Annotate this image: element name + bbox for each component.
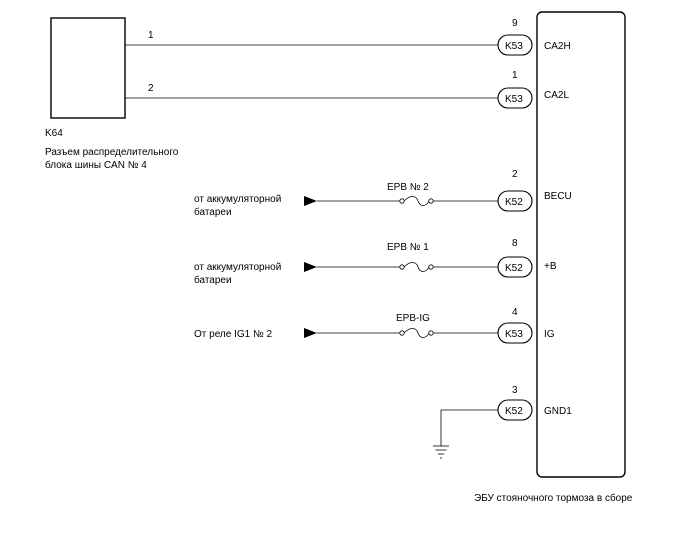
terminal-signal-name: CA2L: [544, 90, 569, 101]
ground-icon: [433, 445, 449, 459]
terminal-connector-id: K53: [505, 94, 523, 105]
terminal-connector-id: K52: [505, 263, 523, 274]
fuse-terminal: [428, 264, 434, 270]
arrow-right-icon: [304, 196, 317, 206]
terminal-signal-name: IG: [544, 329, 555, 340]
fuse-label: EPB № 1: [387, 242, 429, 253]
terminal-connector-id: K52: [505, 406, 523, 417]
source-label-line-2: батареи: [194, 206, 232, 218]
source-label-line-1: от аккумуляторной: [194, 194, 281, 205]
k64-pin-number: 2: [148, 83, 154, 94]
connector-caption-line-1: Разъем распределительного: [45, 147, 179, 158]
terminal-connector: [497, 87, 533, 109]
terminal-connector: [497, 34, 533, 56]
terminal-connector: [497, 190, 533, 212]
arrow-right-icon: [304, 328, 317, 338]
ecu-terminal: 4 K53 IG: [497, 307, 555, 344]
fuse-terminal: [399, 198, 405, 204]
ecu-terminal: 1 K53 CA2L: [497, 70, 569, 109]
fuse-icon: [403, 328, 430, 338]
can-junction-connector: K64 Разъем распределительного блока шины…: [45, 17, 179, 171]
terminal-connector: [497, 322, 533, 344]
source-label-line-2: батареи: [194, 274, 232, 286]
ecu-terminal: 9 K53 CA2H: [497, 18, 571, 56]
ecu-caption: ЭБУ стояночного тормоза в сборе: [474, 492, 633, 504]
source-label-line-1: От реле IG1 № 2: [194, 329, 273, 340]
parking-brake-ecu: ЭБУ стояночного тормоза в сборе: [474, 11, 633, 504]
power-input-2: от аккумуляторной батареи EPB № 1: [194, 242, 498, 286]
terminal-pin-number: 3: [512, 385, 518, 396]
connector-id-label: K64: [45, 128, 63, 139]
terminal-connector-id: K53: [505, 329, 523, 340]
terminal-signal-name: CA2H: [544, 41, 571, 52]
terminal-signal-name: GND1: [544, 406, 572, 417]
power-input-1: от аккумуляторной батареи EPB № 2: [194, 182, 498, 218]
ecu-terminal: 2 K52 BECU: [497, 169, 572, 212]
terminal-pin-number: 8: [512, 238, 518, 249]
power-input-3: От реле IG1 № 2 EPB-IG: [194, 313, 498, 340]
terminal-connector-id: K52: [505, 197, 523, 208]
fuse-label: EPB-IG: [396, 313, 430, 324]
connector-caption-line-2: блока шины CAN № 4: [45, 159, 147, 171]
ecu-terminal: 8 K52 +B: [497, 238, 557, 278]
fuse-terminal: [428, 198, 434, 204]
fuse-icon: [403, 196, 430, 206]
fuse-terminal: [399, 264, 405, 270]
ecu-body: [536, 11, 626, 478]
fuse-terminal: [428, 330, 434, 336]
terminal-signal-name: BECU: [544, 191, 572, 202]
terminal-connector: [497, 399, 533, 421]
terminal-pin-number: 9: [512, 18, 518, 29]
can-junction-block: [50, 17, 126, 119]
terminal-pin-number: 1: [512, 70, 518, 81]
arrow-right-icon: [304, 262, 317, 272]
fuse-terminal: [399, 330, 405, 336]
terminal-connector: [497, 256, 533, 278]
terminal-signal-name: +B: [544, 261, 557, 272]
ground-circuit: [433, 409, 498, 459]
source-label-line-1: от аккумуляторной: [194, 262, 281, 273]
fuse-label: EPB № 2: [387, 182, 429, 193]
terminal-connector-id: K53: [505, 41, 523, 52]
terminal-pin-number: 2: [512, 169, 518, 180]
ecu-terminal: 3 K52 GND1: [497, 385, 572, 421]
terminal-pin-number: 4: [512, 307, 518, 318]
k64-pin-number: 1: [148, 30, 154, 41]
fuse-icon: [403, 262, 430, 272]
